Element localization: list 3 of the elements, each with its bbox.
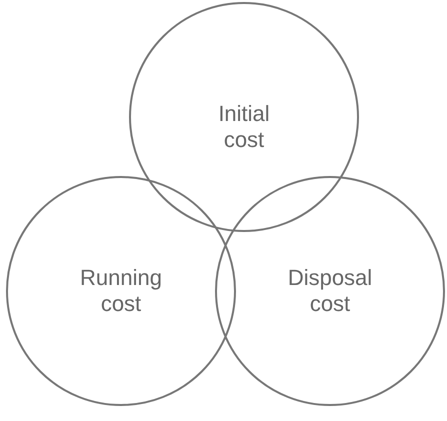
circle-label: Initial cost xyxy=(218,101,270,153)
circle-label: Disposal cost xyxy=(288,265,372,317)
circle-label: Running cost xyxy=(80,265,162,317)
